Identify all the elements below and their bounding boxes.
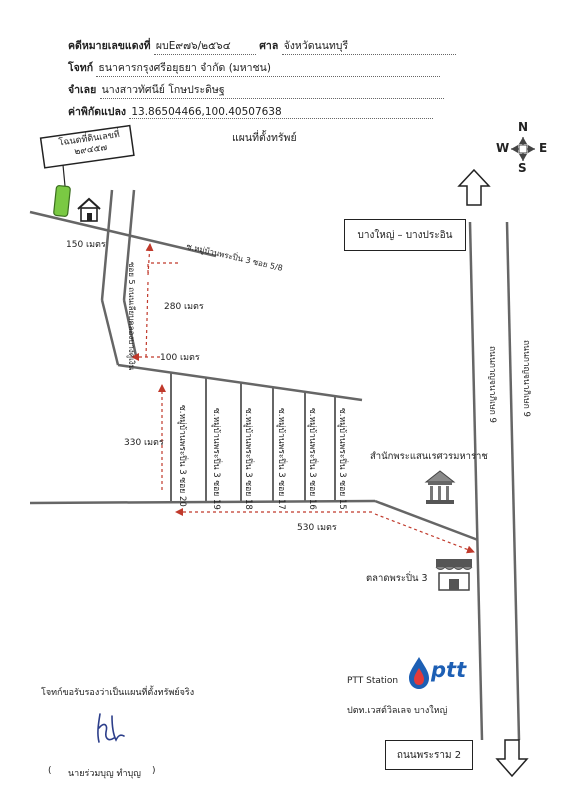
signature-icon bbox=[97, 713, 125, 743]
plaintiff-label: โจทก์ bbox=[68, 62, 94, 74]
arrow-up-icon bbox=[457, 168, 491, 206]
dist-280-label: 280 เมตร bbox=[164, 302, 204, 312]
house-icon bbox=[77, 197, 101, 222]
market-icon bbox=[435, 559, 473, 591]
map-title: แผนที่ตั้งทรัพย์ bbox=[232, 132, 297, 144]
certify-text: โจทก์ขอรับรองว่าเป็นแผนที่ตั้งทรัพย์จริง bbox=[41, 688, 195, 698]
market-label: ตลาดพระปิ่น 3 bbox=[366, 573, 428, 584]
compass-s: S bbox=[518, 161, 527, 175]
soi-15-label: ซ.หมู่บ้านพระปิ่น 3 ซอย 15 bbox=[337, 408, 347, 510]
compass-w: W bbox=[496, 141, 510, 155]
plaintiff-value: ธนาคารกรุงศรีอยุธยา จำกัด (มหาชน) bbox=[96, 59, 441, 77]
case-number-line: คดีหมายเลขแดงที่ ผบE๙๗๖/๒๕๖๔ ศาล จังหวัด… bbox=[68, 37, 456, 55]
main-soi-road bbox=[29, 499, 376, 505]
ptt-branch-label: ปตท.เวสต์วิลเลจ บางใหญ่ bbox=[347, 706, 448, 716]
soi-top-road bbox=[29, 210, 217, 258]
coords-value: 13.86504466,100.40507638 bbox=[129, 106, 434, 119]
court-label: ศาล bbox=[259, 40, 279, 52]
defendant-label: จำเลย bbox=[68, 84, 97, 96]
court-value: จังหวัดนนทบุรี bbox=[281, 37, 456, 55]
soi-18-label: ซ.หมู่บ้านพระปิ่น 3 ซอย 18 bbox=[243, 408, 253, 510]
main-road-line-2 bbox=[505, 221, 521, 741]
plaintiff-line: โจทก์ ธนาคารกรุงศรีอยุธยา จำกัด (มหาชน) bbox=[68, 59, 441, 77]
dist-280-arrow bbox=[145, 243, 154, 276]
ptt-drop-icon bbox=[409, 657, 429, 689]
dist-330-label: 330 เมตร bbox=[124, 438, 164, 448]
dist-530-label: 530 เมตร bbox=[297, 523, 337, 533]
signer-name: นายร่วมบุญ ทำบุญ bbox=[68, 769, 141, 779]
case-number-value: ผบE๙๗๖/๒๕๖๔ bbox=[153, 37, 256, 55]
coords-line: ค่าพิกัดแปลง 13.86504466,100.40507638 bbox=[68, 103, 434, 120]
left-vertical-road-lower bbox=[100, 299, 120, 366]
case-number-label: คดีหมายเลขแดงที่ bbox=[68, 40, 151, 52]
soi-19-label: ซ.หมู่บ้านพระปิ่น 3 ซอย 19 bbox=[211, 408, 221, 510]
dist-150-label: 150 เมตร bbox=[66, 240, 106, 250]
dist-280-arrow-lower bbox=[145, 281, 149, 358]
arrow-down-icon bbox=[495, 739, 529, 778]
soi-20-label: ซ.หมู่บ้านพระปิ่น 3 ซอย 20 bbox=[177, 405, 187, 507]
direction-top-box: บางใหญ่ – บางประอิน bbox=[344, 219, 466, 251]
defendant-value: นางสาวทัศนีย์ โกษประดิษฐ bbox=[99, 81, 444, 99]
deed-pointer-line bbox=[62, 164, 66, 187]
ptt-logo-text: ptt bbox=[431, 658, 467, 682]
soi-16-label: ซ.หมู่บ้านพระปิ่น 3 ซอย 16 bbox=[307, 408, 317, 510]
compass-icon bbox=[511, 137, 535, 161]
plot-marker-icon bbox=[53, 185, 71, 217]
right-vertical-road-upper bbox=[122, 189, 136, 301]
soi-17-label: ซ.หมู่บ้านพระปิ่น 3 ซอย 17 bbox=[276, 408, 286, 510]
coords-label: ค่าพิกัดแปลง bbox=[68, 106, 127, 118]
temple-icon bbox=[424, 470, 456, 504]
compass-e: E bbox=[539, 141, 548, 155]
deed-box bbox=[39, 124, 135, 169]
right-vertical-road-lower bbox=[122, 299, 138, 357]
temple-label: สำนักพระแสนเรศวรมหาราช bbox=[370, 451, 488, 462]
ptt-station-label: PTT Station bbox=[347, 676, 399, 686]
signer-paren-close: ) bbox=[152, 766, 156, 776]
direction-bottom-box: ถนนพระราม 2 bbox=[385, 740, 473, 770]
left-vertical-road-upper bbox=[100, 189, 114, 301]
compass-n: N bbox=[518, 120, 529, 134]
main-road-label-2: ถนนกาญจนาภิเษก 9 bbox=[521, 340, 531, 417]
main-road-label-1: ถนนกาญจนาภิเษก 9 bbox=[487, 346, 497, 423]
main-soi-road-ramp bbox=[374, 499, 479, 542]
dist-100-label: 100 เมตร bbox=[160, 353, 200, 363]
soi-vertical-label: ซอย 5 ถนนเลียบคลองบางคูเงิน bbox=[127, 262, 136, 371]
main-road-line-1 bbox=[468, 221, 484, 741]
defendant-line: จำเลย นางสาวทัศนีย์ โกษประดิษฐ bbox=[68, 81, 444, 99]
signer-paren-open: ( bbox=[48, 766, 52, 776]
